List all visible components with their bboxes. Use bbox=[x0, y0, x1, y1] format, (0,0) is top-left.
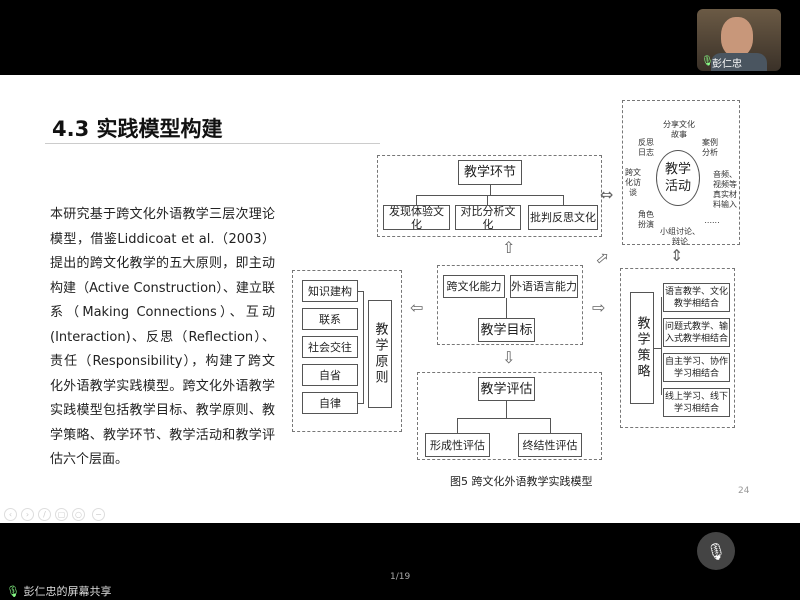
page-indicator: 1/19 bbox=[390, 572, 411, 582]
mic-icon: 🎙 bbox=[701, 56, 714, 67]
arrow-updown-icon: ⇕ bbox=[670, 246, 684, 265]
principle-item: 知识建构 bbox=[302, 280, 358, 302]
links-group bbox=[377, 155, 602, 237]
page-number: 24 bbox=[738, 486, 750, 496]
goals-group bbox=[437, 265, 583, 345]
slide-body-text: 本研究基于跨文化外语教学三层次理论模型，借鉴Liddicoat et al.（2… bbox=[50, 207, 275, 467]
arrow-down-icon: ⇩ bbox=[502, 348, 516, 367]
share-label: 🎙 彭仁忠的屏幕共享 bbox=[6, 583, 111, 599]
mute-button[interactable]: 🎙 bbox=[697, 532, 735, 570]
activity-item: ...... bbox=[704, 216, 720, 225]
principle-item: 社会交往 bbox=[302, 336, 358, 358]
principle-item: 自省 bbox=[302, 364, 358, 386]
link-item: 批判反思文化 bbox=[528, 205, 598, 230]
strategy-item: 自主学习、协作学习相结合 bbox=[663, 353, 730, 382]
principles-group bbox=[292, 270, 402, 432]
link-item: 对比分析文化 bbox=[455, 205, 521, 231]
presenter-name: 彭仁忠 bbox=[712, 59, 742, 70]
activities-group bbox=[622, 100, 740, 245]
copy-icon[interactable]: ▢ bbox=[55, 508, 68, 521]
assessment-item: 终结性评估 bbox=[518, 433, 582, 457]
pen-icon[interactable]: / bbox=[38, 508, 51, 521]
title-divider bbox=[45, 143, 380, 144]
principle-item: 联系 bbox=[302, 308, 358, 330]
goals-title: 教学目标 bbox=[478, 318, 535, 342]
presenter-video[interactable] bbox=[697, 9, 781, 71]
assessment-group bbox=[417, 372, 602, 460]
minus-icon[interactable]: − bbox=[92, 508, 105, 521]
arrow-left-icon: ⇦ bbox=[410, 298, 424, 317]
assessment-title: 教学评估 bbox=[478, 377, 535, 401]
principles-title: 教学原则 bbox=[368, 300, 392, 408]
slide-title: 4.3 实践模型构建 bbox=[52, 117, 223, 141]
next-icon[interactable]: › bbox=[21, 508, 34, 521]
activity-item: 反思日志 bbox=[638, 138, 654, 157]
arrow-both-icon: ⇔ bbox=[600, 185, 614, 204]
presenter-shirt bbox=[711, 53, 767, 71]
share-label-text: 彭仁忠的屏幕共享 bbox=[23, 585, 112, 598]
zoom-icon[interactable]: ○ bbox=[72, 508, 85, 521]
strategy-item: 线上学习、线下学习相结合 bbox=[663, 388, 730, 417]
activity-item: 跨文化访谈 bbox=[625, 168, 641, 197]
goal-item: 外语语言能力 bbox=[510, 275, 578, 298]
goal-item: 跨文化能力 bbox=[443, 275, 505, 298]
activity-item: 分享文化故事 bbox=[663, 120, 695, 139]
strategies-group bbox=[620, 268, 735, 428]
prev-icon[interactable]: ‹ bbox=[4, 508, 17, 521]
activity-item: 角色扮演 bbox=[638, 210, 654, 229]
presenter-face bbox=[721, 17, 753, 57]
link-item: 发现体验文化 bbox=[383, 205, 450, 231]
arrow-up-icon: ⇧ bbox=[502, 238, 516, 257]
activity-item: 小组讨论、辩论 bbox=[660, 227, 700, 246]
principle-item: 自律 bbox=[302, 392, 358, 414]
strategies-title: 教学策略 bbox=[630, 292, 654, 404]
arrow-right-icon: ⇨ bbox=[592, 298, 606, 317]
mic-icon: 🎙 bbox=[6, 585, 20, 598]
strategy-item: 问题式教学、输入式教学相结合 bbox=[663, 318, 730, 347]
links-title: 教学环节 bbox=[458, 160, 522, 185]
mic-muted-icon: 🎙 bbox=[705, 541, 727, 561]
strategy-item: 语言教学、文化教学相结合 bbox=[663, 283, 730, 312]
activities-title: 教学活动 bbox=[656, 150, 700, 206]
assessment-item: 形成性评估 bbox=[425, 433, 490, 457]
activity-item: 音频、视频等真实材料输入 bbox=[713, 170, 737, 209]
activity-item: 案例分析 bbox=[702, 138, 718, 157]
figure-caption: 图5 跨文化外语教学实践模型 bbox=[450, 475, 593, 488]
